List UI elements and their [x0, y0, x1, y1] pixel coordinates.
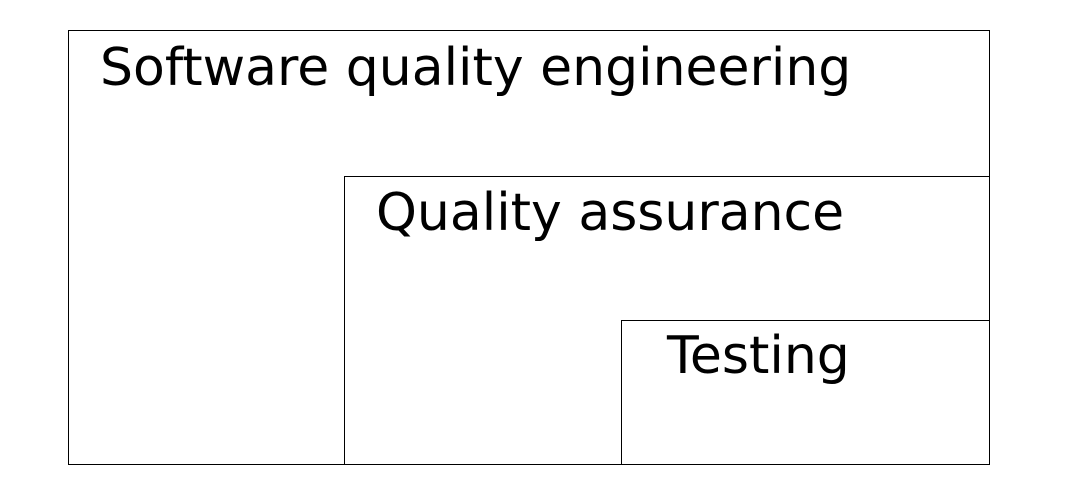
quality-assurance-box	[344, 176, 990, 465]
testing-box	[621, 320, 990, 465]
software-quality-engineering-box	[68, 30, 990, 465]
testing-label: Testing	[667, 326, 850, 386]
software-quality-engineering-label: Software quality engineering	[100, 38, 852, 98]
quality-assurance-label: Quality assurance	[376, 183, 845, 243]
